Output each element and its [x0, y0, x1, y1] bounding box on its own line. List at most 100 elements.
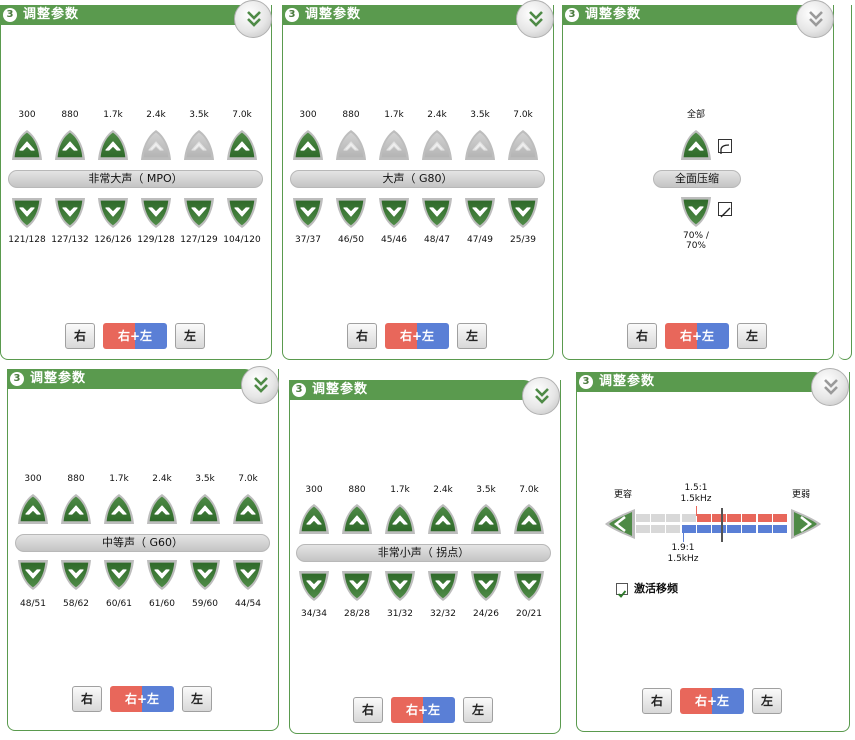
frequency-label: 1.7k	[390, 485, 410, 495]
gain-down-button[interactable]	[291, 196, 325, 230]
gain-up-button[interactable]	[225, 128, 259, 162]
gain-down-button[interactable]	[377, 196, 411, 230]
gain-up-button[interactable]	[102, 492, 136, 526]
gain-up-button[interactable]	[512, 502, 546, 536]
gain-up-button[interactable]	[53, 128, 87, 162]
gain-value: 25/39	[510, 235, 536, 245]
gain-value: 32/32	[430, 609, 456, 619]
left-ear-button[interactable]: 左	[457, 323, 487, 349]
gain-down-button[interactable]	[469, 569, 503, 603]
compression-value: 70%	[685, 241, 706, 251]
shift-right-button[interactable]	[789, 507, 823, 541]
gain-up-button[interactable]	[383, 502, 417, 536]
both-ears-button[interactable]: 右+左	[110, 686, 174, 712]
gain-up-button[interactable]	[377, 128, 411, 162]
gain-up-button[interactable]	[188, 492, 222, 526]
collapse-button[interactable]	[516, 0, 554, 38]
gain-value: 127/132	[51, 235, 89, 245]
gain-up-button[interactable]	[231, 492, 265, 526]
right-ear-button[interactable]: 右	[347, 323, 377, 349]
frequency-label: 7.0k	[232, 110, 252, 120]
compression-down-button[interactable]	[679, 195, 713, 229]
track-segment	[681, 525, 696, 533]
left-ear-button[interactable]: 左	[737, 323, 767, 349]
gain-up-button[interactable]	[59, 492, 93, 526]
right-ear-button[interactable]: 右	[642, 688, 672, 714]
gain-up-button[interactable]	[506, 128, 540, 162]
gain-down-button[interactable]	[334, 196, 368, 230]
gain-down-button[interactable]	[96, 196, 130, 230]
track-segment	[742, 514, 757, 522]
gain-down-button[interactable]	[231, 558, 265, 592]
gain-down-button[interactable]	[426, 569, 460, 603]
frequency-label: 300	[18, 110, 36, 120]
gain-up-button[interactable]	[145, 492, 179, 526]
gain-up-button[interactable]	[426, 502, 460, 536]
track-segment	[636, 514, 650, 522]
track-segment	[712, 525, 726, 533]
gain-up-button[interactable]	[96, 128, 130, 162]
gain-up-button[interactable]	[334, 128, 368, 162]
gain-down-button[interactable]	[139, 196, 173, 230]
collapse-button[interactable]	[241, 366, 279, 404]
gain-down-button[interactable]	[188, 558, 222, 592]
gain-up-button[interactable]	[297, 502, 331, 536]
both-ears-button[interactable]: 右+左	[680, 688, 744, 714]
gain-up-button[interactable]	[463, 128, 497, 162]
step-number-badge: 3	[579, 375, 593, 389]
right-ear-button[interactable]: 右	[627, 323, 657, 349]
shift-left-button[interactable]	[603, 507, 637, 541]
gain-down-button[interactable]	[10, 196, 44, 230]
gain-up-button[interactable]	[182, 128, 216, 162]
gain-down-button[interactable]	[16, 558, 50, 592]
both-ears-button[interactable]: 右+左	[391, 697, 455, 723]
activate-freq-shift-checkbox[interactable]	[616, 583, 628, 598]
collapse-button[interactable]	[522, 377, 560, 415]
gain-down-button[interactable]	[340, 569, 374, 603]
left-ear-button[interactable]: 左	[752, 688, 782, 714]
gain-up-button[interactable]	[340, 502, 374, 536]
gain-up-button[interactable]	[10, 128, 44, 162]
right-shift-track[interactable]	[636, 514, 788, 522]
panel-title: 调整参数	[305, 7, 362, 22]
compression-up-button[interactable]	[679, 128, 713, 162]
track-segment	[742, 525, 757, 533]
gain-value: 104/120	[223, 235, 261, 245]
gain-up-button[interactable]	[16, 492, 50, 526]
left-ear-button[interactable]: 左	[175, 323, 205, 349]
gain-down-button[interactable]	[59, 558, 93, 592]
gain-down-button[interactable]	[506, 196, 540, 230]
gain-down-button[interactable]	[53, 196, 87, 230]
collapse-button[interactable]	[234, 0, 272, 38]
left-ear-button[interactable]: 左	[463, 697, 493, 723]
chevron-right-icon	[791, 509, 821, 539]
both-ears-button[interactable]: 右+左	[103, 323, 167, 349]
frequency-label: 880	[348, 485, 366, 495]
right-ear-button[interactable]: 右	[65, 323, 95, 349]
gain-down-button[interactable]	[297, 569, 331, 603]
right-marker	[696, 506, 697, 516]
collapse-button[interactable]	[811, 368, 849, 406]
gain-down-button[interactable]	[182, 196, 216, 230]
collapse-button[interactable]	[796, 0, 834, 38]
gain-down-button[interactable]	[420, 196, 454, 230]
gain-up-button[interactable]	[469, 502, 503, 536]
left-shift-track[interactable]	[636, 525, 788, 533]
gain-up-button[interactable]	[420, 128, 454, 162]
both-ears-button[interactable]: 右+左	[385, 323, 449, 349]
gain-down-button[interactable]	[383, 569, 417, 603]
right-ear-button[interactable]: 右	[72, 686, 102, 712]
gain-down-button[interactable]	[145, 558, 179, 592]
gain-up-button[interactable]	[139, 128, 173, 162]
right-ear-button[interactable]: 右	[353, 697, 383, 723]
left-ear-button[interactable]: 左	[182, 686, 212, 712]
gain-down-button[interactable]	[463, 196, 497, 230]
gain-down-button[interactable]	[102, 558, 136, 592]
gain-down-button[interactable]	[512, 569, 546, 603]
gain-down-button[interactable]	[225, 196, 259, 230]
both-ears-button[interactable]: 右+左	[665, 323, 729, 349]
gain-up-button[interactable]	[291, 128, 325, 162]
